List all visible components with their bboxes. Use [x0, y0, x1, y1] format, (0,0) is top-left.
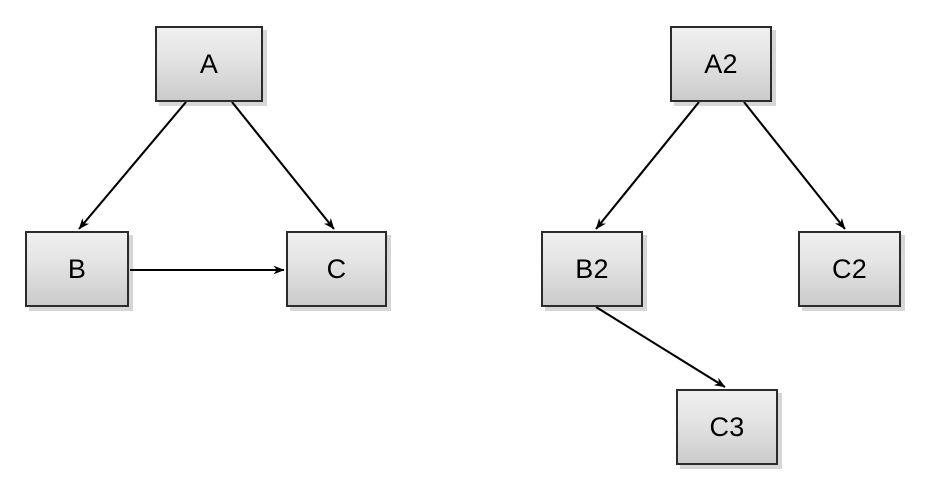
edge-a2-to-c2 [743, 101, 846, 230]
node-label-c2: C2 [832, 253, 867, 284]
node-c2[interactable]: C2 [798, 231, 901, 307]
node-label-c: C [326, 253, 347, 284]
node-c[interactable]: C [286, 231, 387, 307]
node-label-b2: B2 [575, 253, 609, 284]
edge-a2-to-b2 [595, 101, 700, 230]
node-a2[interactable]: A2 [670, 26, 772, 102]
node-a[interactable]: A [155, 26, 263, 102]
edge-a-to-c [231, 101, 335, 230]
node-label-a: A [199, 48, 219, 79]
node-c3[interactable]: C3 [676, 389, 778, 465]
edge-b2-to-c3 [595, 306, 726, 388]
node-b2[interactable]: B2 [541, 231, 643, 307]
edge-a-to-b [78, 101, 187, 230]
node-label-a2: A2 [704, 48, 738, 79]
node-b[interactable]: B [25, 231, 129, 307]
node-label-b: B [67, 253, 87, 284]
node-label-c3: C3 [709, 411, 745, 442]
